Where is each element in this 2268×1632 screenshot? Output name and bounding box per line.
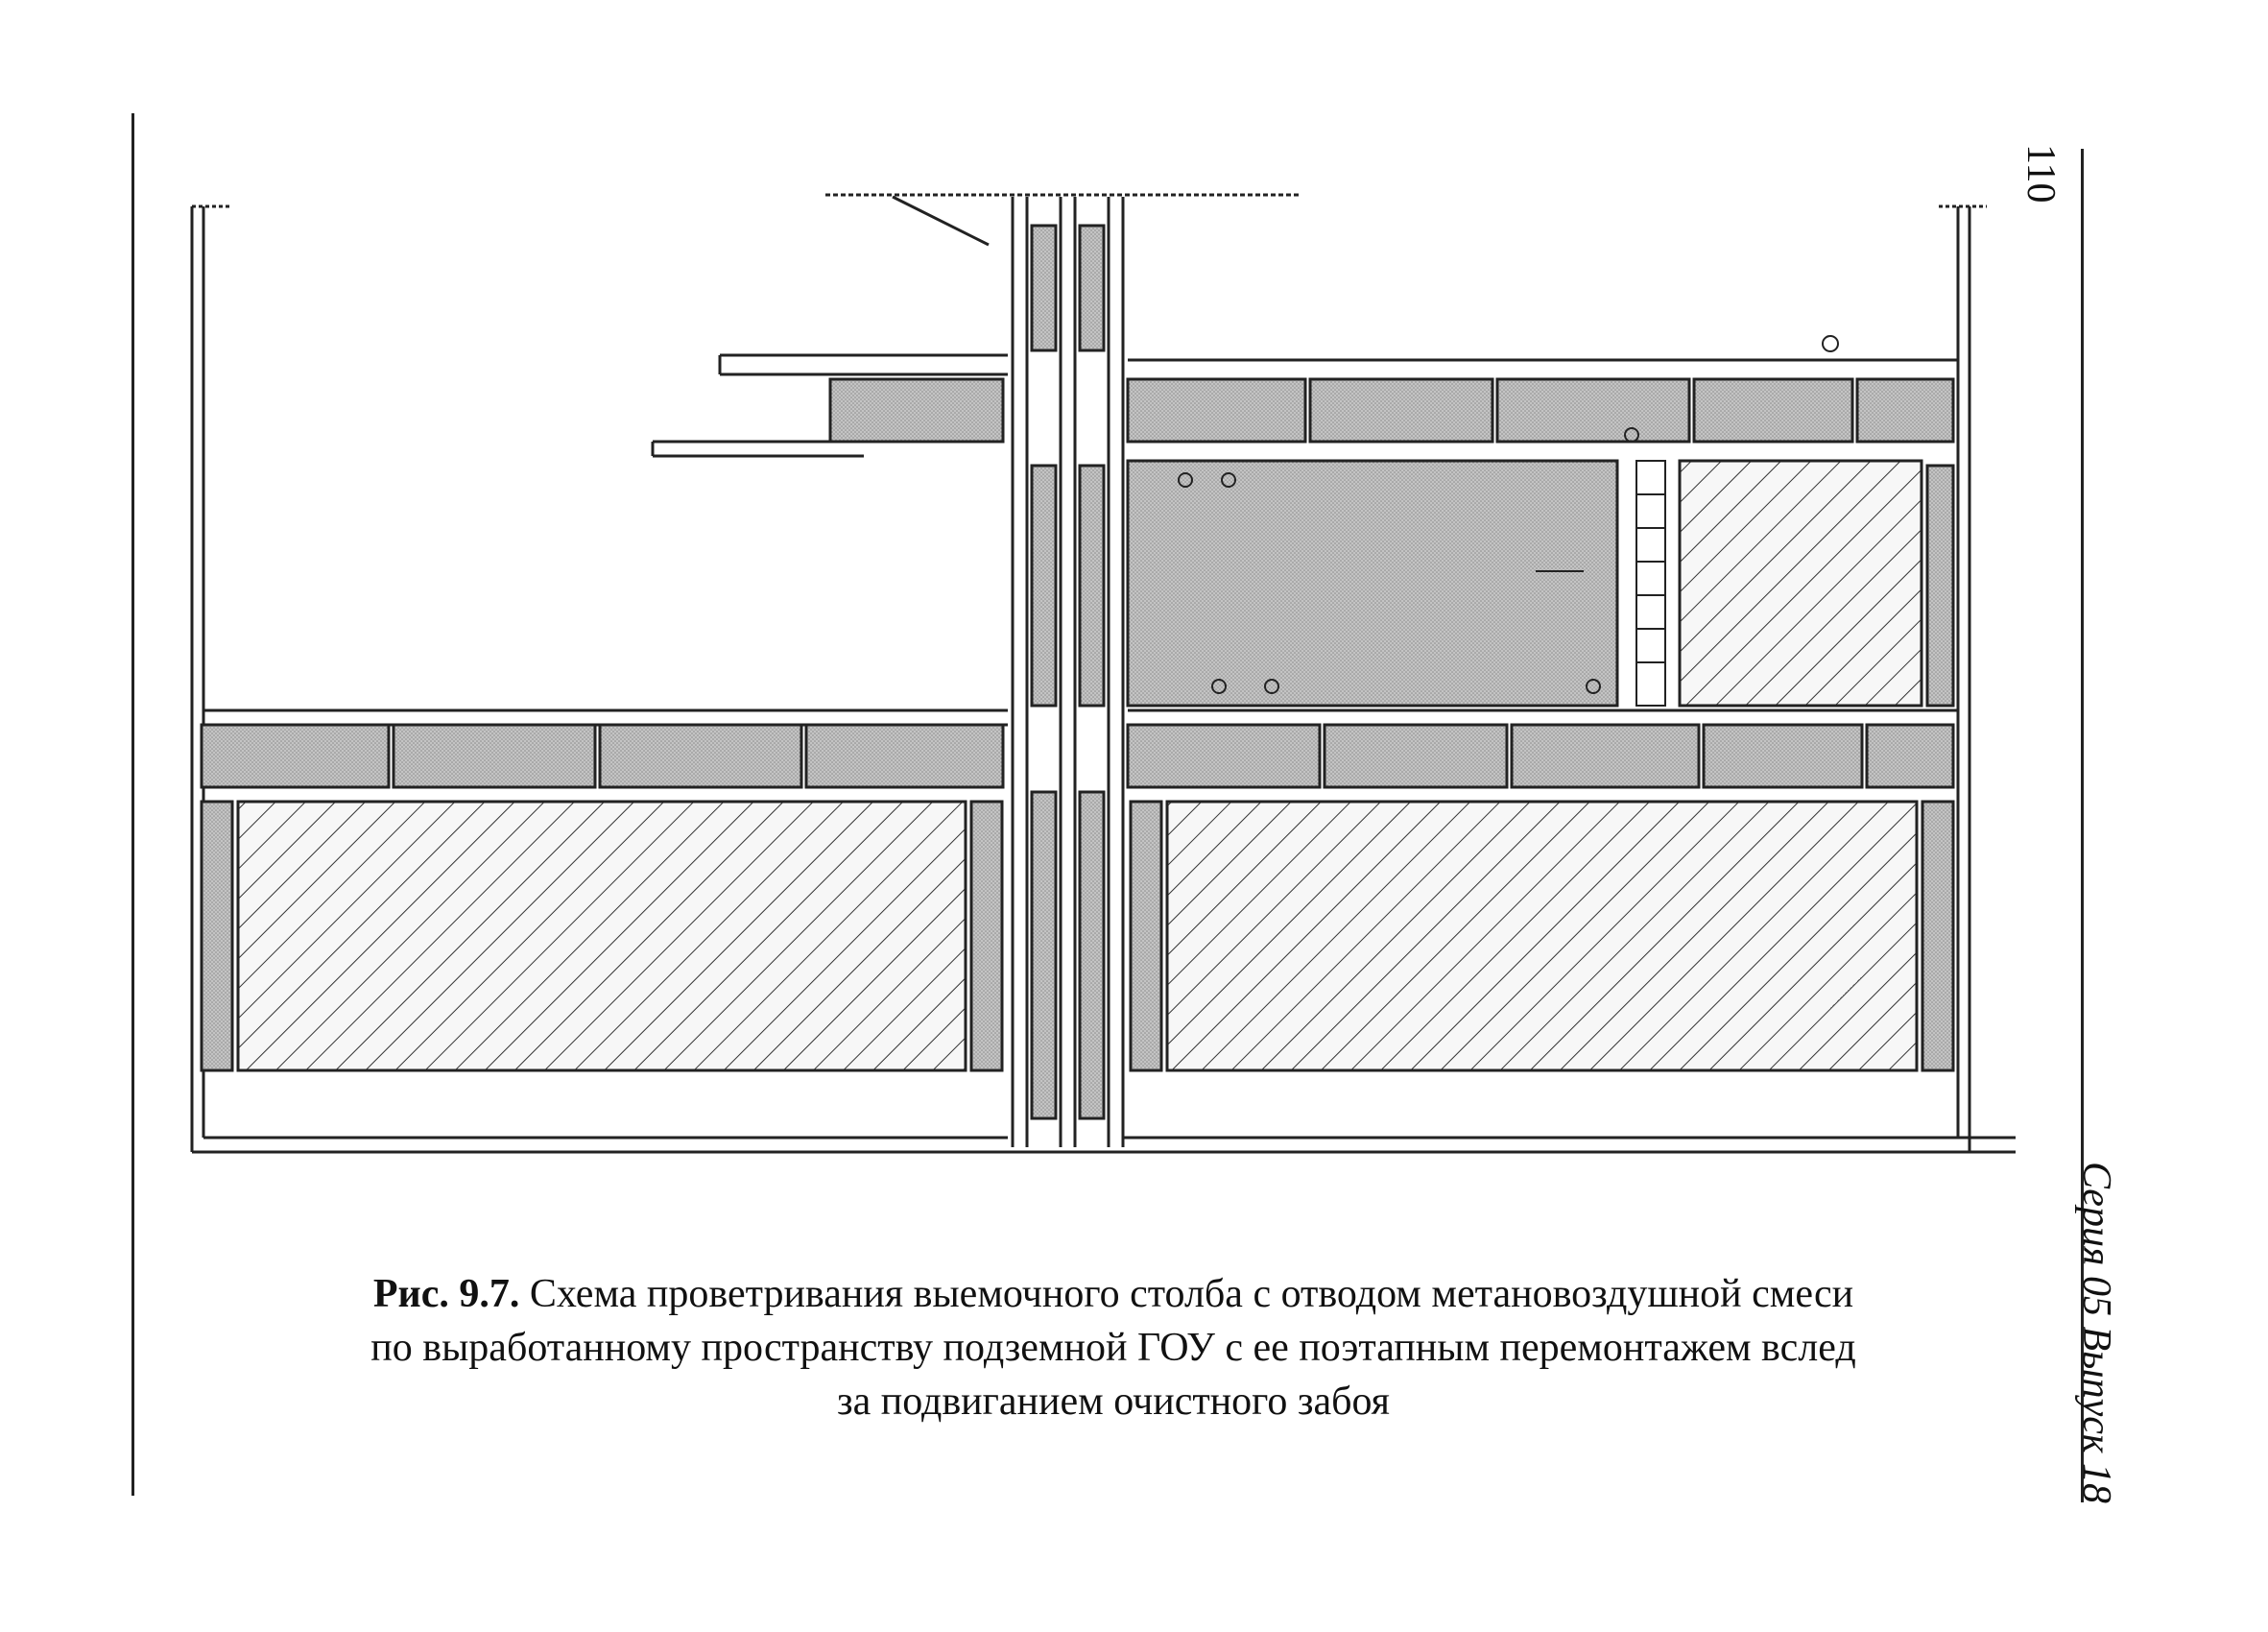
left-margin-rule (131, 113, 134, 1496)
caption-line-3: за подвиганием очистного забоя (836, 1380, 1390, 1424)
ventilation-fittings (1178, 335, 1839, 707)
series-label: Серия 05 Выпуск 18 (2074, 1162, 2118, 1503)
caption-line-2: по выработанному пространству подземной … (370, 1326, 1856, 1370)
right-margin-rule (2081, 149, 2084, 1502)
ventilation-scheme (190, 193, 2016, 1154)
figure-caption: Рис. 9.7. Схема проветривания выемочного… (240, 1267, 1987, 1428)
caption-line-1: Рис. 9.7. Схема проветривания выемочного… (372, 1272, 1854, 1316)
goaf-areas (236, 459, 1923, 1072)
figure-number: Рис. 9.7. (372, 1272, 520, 1316)
pillars (200, 224, 1955, 1120)
